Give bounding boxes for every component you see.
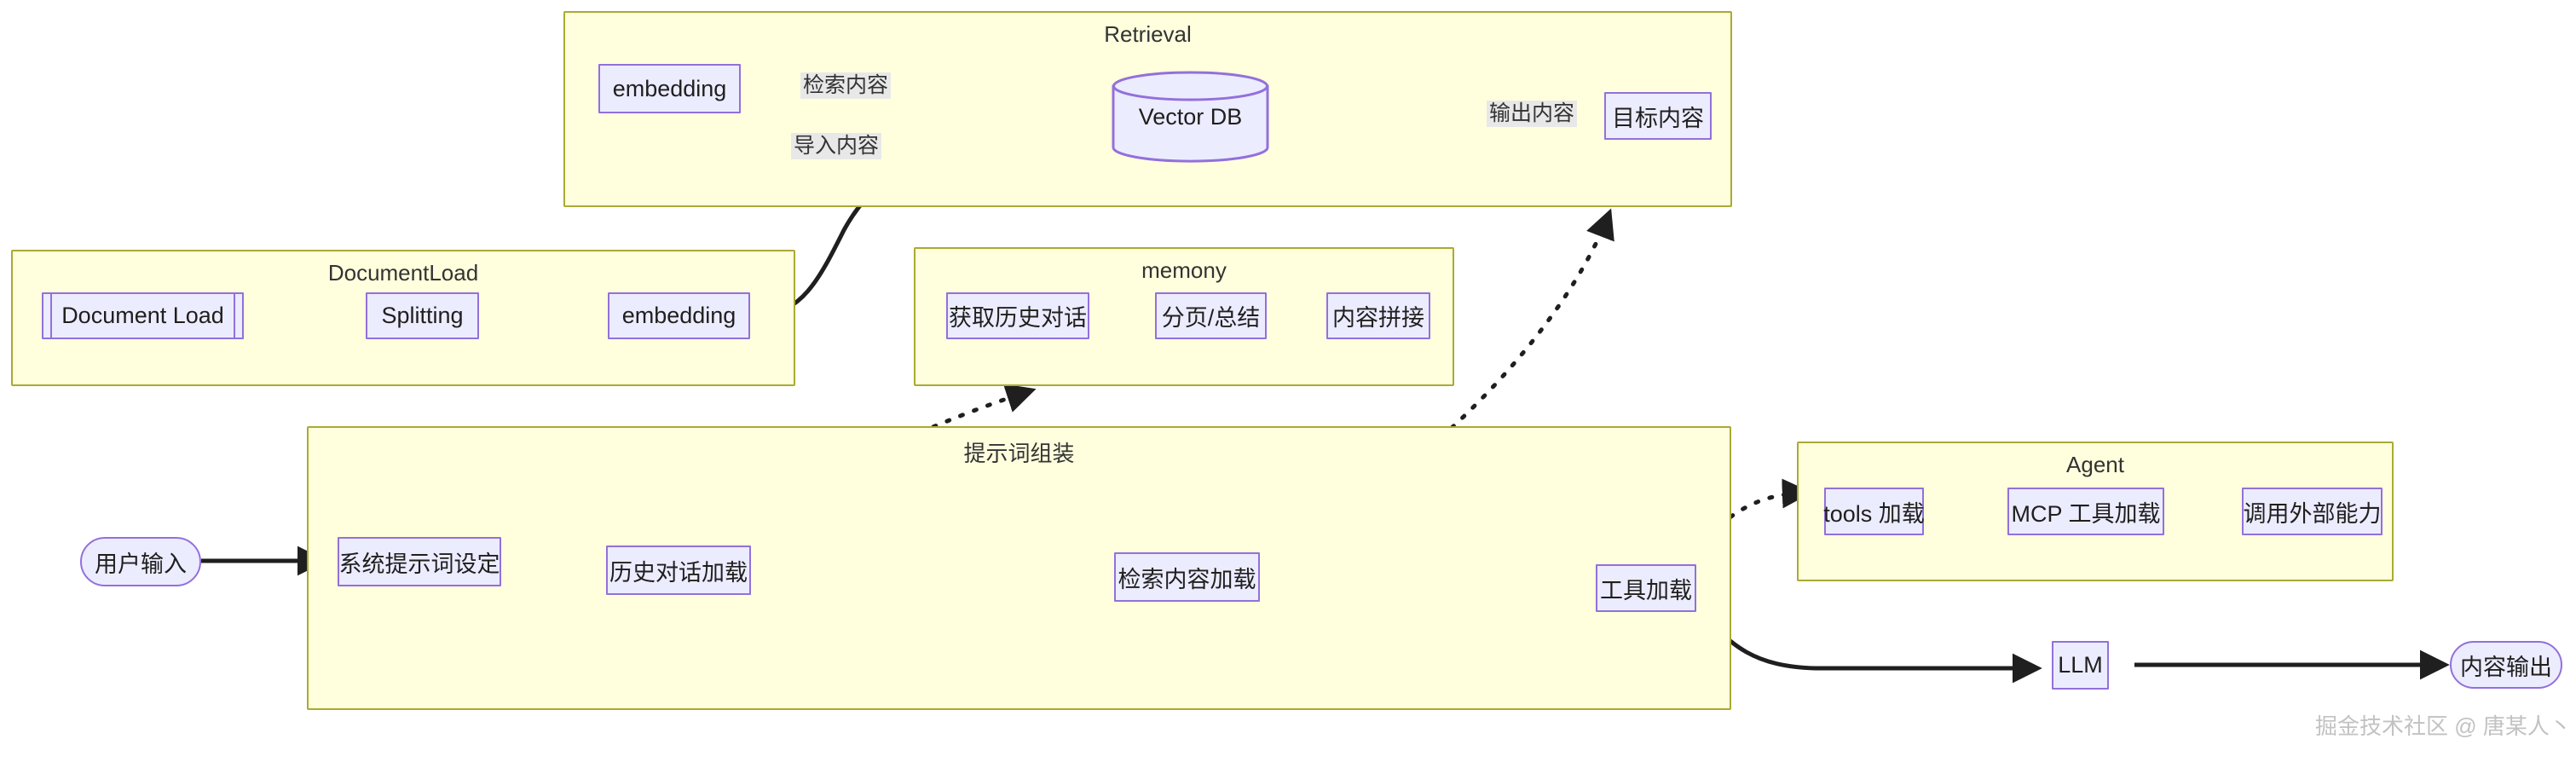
node-splitting-label: Splitting [381, 303, 464, 328]
node-content-output-label: 内容输出 [2460, 654, 2552, 680]
subgraph-prompt-assembly: 提示词组装 [307, 426, 1731, 710]
node-retrieval-embedding[interactable]: embedding [598, 64, 741, 113]
node-mcp-tool-load-label: MCP 工具加载 [2011, 500, 2161, 527]
subgraph-retrieval-title: Retrieval [1104, 21, 1192, 47]
node-vector-db-label: Vector DB [1138, 103, 1243, 130]
node-get-history[interactable]: 获取历史对话 [946, 292, 1089, 339]
node-llm-label: LLM [2058, 652, 2103, 678]
node-system-prompt[interactable]: 系统提示词设定 [338, 537, 501, 586]
watermark: 掘金技术社区 @ 唐某人丶 [2315, 713, 2572, 739]
node-doc-embedding-label: embedding [621, 303, 736, 328]
subgraph-memory-title: memony [1141, 257, 1227, 283]
subgraph-documentload-title: DocumentLoad [327, 260, 479, 286]
edge-label-output-content: 输出内容 [1487, 101, 1578, 127]
node-history-load-label: 历史对话加载 [609, 559, 748, 586]
cylinder-icon [1112, 71, 1269, 163]
node-tools-load[interactable]: tools 加载 [1823, 488, 1925, 535]
node-document-load[interactable]: Document Load [42, 292, 244, 339]
node-retrieval-embedding-label: embedding [612, 75, 727, 101]
subgraph-agent-title: Agent [2066, 452, 2124, 477]
node-target-content[interactable]: 目标内容 [1604, 92, 1712, 140]
edge-label-search-content: 检索内容 [800, 72, 892, 99]
edge-label-import-content: 导入内容 [791, 133, 882, 159]
node-doc-embedding[interactable]: embedding [608, 292, 750, 339]
node-document-load-label: Document Load [61, 303, 224, 328]
edge-toolload-to-llm [1695, 603, 2042, 684]
node-get-history-label: 获取历史对话 [949, 305, 1087, 331]
node-splitting[interactable]: Splitting [366, 292, 479, 339]
node-paging-summary[interactable]: 分页/总结 [1155, 292, 1267, 339]
node-vector-db[interactable]: Vector DB [1112, 71, 1269, 163]
node-tool-load[interactable]: 工具加载 [1596, 564, 1696, 612]
node-tool-load-label: 工具加载 [1600, 577, 1692, 603]
node-user-input-label: 用户输入 [95, 551, 187, 577]
node-retrieval-load[interactable]: 检索内容加载 [1114, 552, 1260, 602]
node-content-concat[interactable]: 内容拼接 [1326, 292, 1430, 339]
node-tools-load-label: tools 加载 [1823, 500, 1925, 527]
node-paging-summary-label: 分页/总结 [1161, 305, 1261, 331]
node-history-load[interactable]: 历史对话加载 [606, 546, 751, 595]
node-system-prompt-label: 系统提示词设定 [338, 551, 500, 577]
node-call-external-label: 调用外部能力 [2243, 500, 2382, 527]
node-user-input[interactable]: 用户输入 [80, 537, 201, 586]
node-llm[interactable]: LLM [2052, 641, 2109, 690]
node-retrieval-load-label: 检索内容加载 [1118, 566, 1256, 592]
node-call-external[interactable]: 调用外部能力 [2242, 488, 2383, 535]
node-mcp-tool-load[interactable]: MCP 工具加载 [2007, 488, 2164, 535]
node-target-content-label: 目标内容 [1612, 105, 1704, 131]
node-content-concat-label: 内容拼接 [1332, 305, 1424, 331]
subgraph-prompt-assembly-title: 提示词组装 [963, 441, 1075, 466]
node-content-output[interactable]: 内容输出 [2450, 641, 2562, 689]
